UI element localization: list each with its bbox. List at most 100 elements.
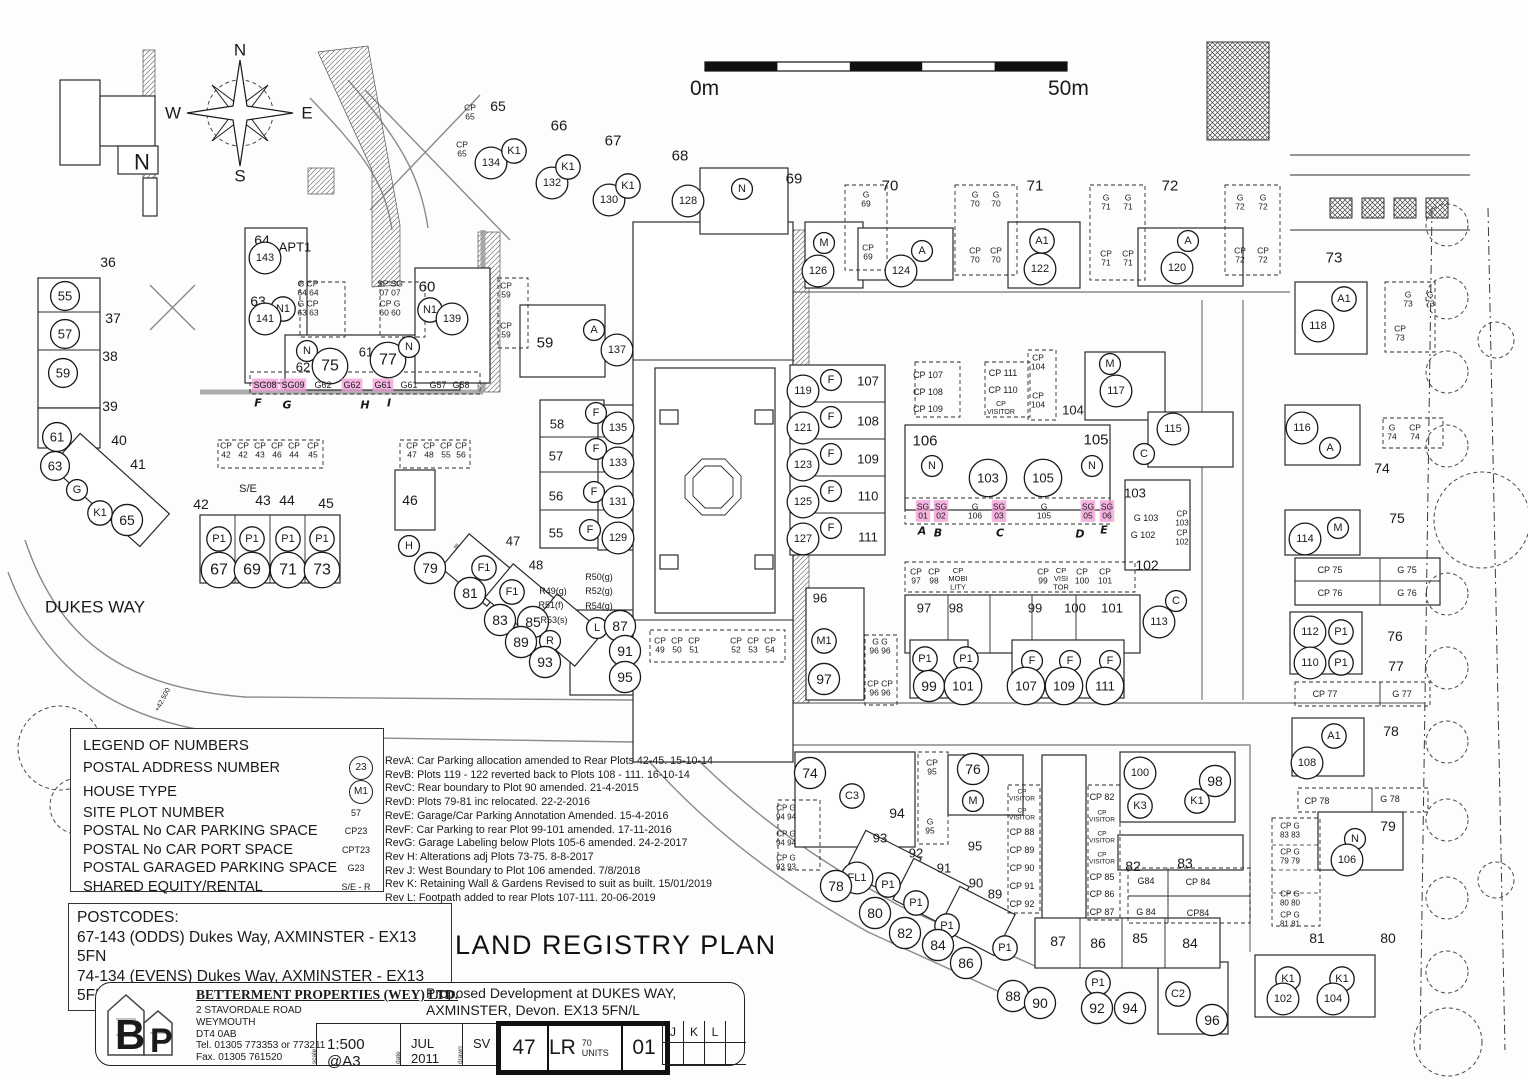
svg-text:79: 79	[1380, 818, 1396, 834]
svg-text:K1: K1	[93, 507, 106, 519]
revision-note: Rev L: Footpath added to rear Plots 107-…	[385, 892, 656, 905]
postal-number-badge: 63	[39, 450, 71, 482]
postal-number-badge: F	[584, 437, 608, 461]
svg-text:78: 78	[1383, 723, 1399, 739]
postal-number-badge: P1	[875, 872, 901, 898]
svg-text:101: 101	[1101, 601, 1123, 616]
svg-text:60: 60	[419, 279, 436, 296]
postal-number-badge: 127	[786, 522, 820, 556]
postal-number-badge: 74	[793, 756, 827, 790]
legend-title: LEGEND OF NUMBERS	[83, 737, 249, 754]
svg-text:A: A	[1326, 442, 1334, 454]
svg-text:98: 98	[1207, 773, 1223, 789]
postal-number-badge: 57	[49, 318, 81, 350]
svg-text:G71: G71	[1123, 192, 1133, 211]
svg-text:114: 114	[1296, 533, 1314, 545]
svg-text:M: M	[1105, 358, 1114, 370]
postal-number-badge: P1	[309, 526, 335, 552]
svg-text:R51(f): R51(f)	[538, 600, 563, 610]
plot-label: CP 89	[1010, 845, 1035, 855]
svg-text:38: 38	[102, 348, 118, 364]
svg-text:91: 91	[617, 643, 633, 659]
plot-label: 87	[1050, 933, 1066, 949]
postal-number-badge: A1	[1029, 228, 1055, 254]
postal-number-badge: 83	[483, 603, 517, 637]
svg-text:P1: P1	[1334, 657, 1347, 669]
handwritten-note: B	[934, 527, 942, 540]
revision-letter-cell: K	[683, 1021, 704, 1043]
svg-text:110: 110	[858, 489, 879, 504]
revision-note: RevA: Car Parking allocation amended to …	[385, 755, 713, 767]
svg-text:55: 55	[549, 526, 563, 541]
svg-text:104: 104	[1324, 993, 1342, 1005]
postal-number-badge: 93	[528, 645, 562, 679]
svg-text:87: 87	[612, 618, 628, 634]
svg-text:F: F	[828, 374, 835, 386]
svg-text:R50(g): R50(g)	[585, 572, 613, 582]
svg-text:N1: N1	[423, 304, 437, 316]
postal-number-badge: 103	[968, 458, 1008, 498]
revision-notes: RevA: Car Parking allocation amended to …	[385, 755, 730, 906]
plot-label: 45	[318, 495, 334, 511]
postal-number-badge: P1	[1085, 970, 1111, 996]
postal-number-badge: 118	[1301, 309, 1335, 343]
title-block: B P BETTERMENT PROPERTIES (WEY) LTD. 2 S…	[95, 982, 746, 1075]
postal-number-badge: 55	[49, 280, 81, 312]
legend-label: HOUSE TYPE	[83, 783, 177, 800]
svg-text:57: 57	[58, 327, 72, 342]
svg-text:P1: P1	[281, 533, 294, 545]
svg-text:76: 76	[1387, 628, 1403, 644]
plot-label: 76	[1387, 628, 1403, 644]
svg-text:56: 56	[549, 489, 563, 504]
plot-label: DUKES WAY	[45, 598, 145, 617]
postal-number-badge: N	[1080, 454, 1104, 478]
svg-text:CP 88: CP 88	[1010, 827, 1035, 837]
svg-text:C3: C3	[845, 790, 859, 802]
postal-number-badge: 126	[801, 254, 835, 288]
svg-text:CP 75: CP 75	[1318, 565, 1343, 575]
svg-text:130: 130	[600, 194, 618, 206]
postal-number-badge: F	[584, 401, 608, 425]
svg-text:N: N	[1351, 833, 1359, 845]
svg-text:SG09: SG09	[281, 380, 304, 390]
svg-text:61: 61	[359, 345, 373, 360]
revision-note: Rev J: West Boundary to Plot 106 amended…	[385, 864, 641, 877]
plot-label: 108	[857, 414, 879, 429]
postal-number-badge: 117	[1099, 374, 1133, 408]
svg-text:100: 100	[1131, 767, 1149, 779]
handwritten-note: C	[996, 527, 1004, 540]
plot-label: 105	[1083, 432, 1108, 449]
svg-text:C: C	[1172, 595, 1180, 607]
svg-text:G71: G71	[1101, 192, 1111, 211]
svg-text:CP 89: CP 89	[1010, 845, 1035, 855]
plot-label: G 76	[1397, 588, 1417, 598]
postal-number-badge: 134	[474, 146, 508, 180]
revision-number: 01	[632, 1036, 656, 1059]
plot-label: CP 84	[1186, 877, 1211, 887]
handwritten-note: H	[360, 399, 369, 412]
postal-number-badge: 80	[858, 896, 892, 930]
svg-text:77: 77	[379, 352, 397, 369]
